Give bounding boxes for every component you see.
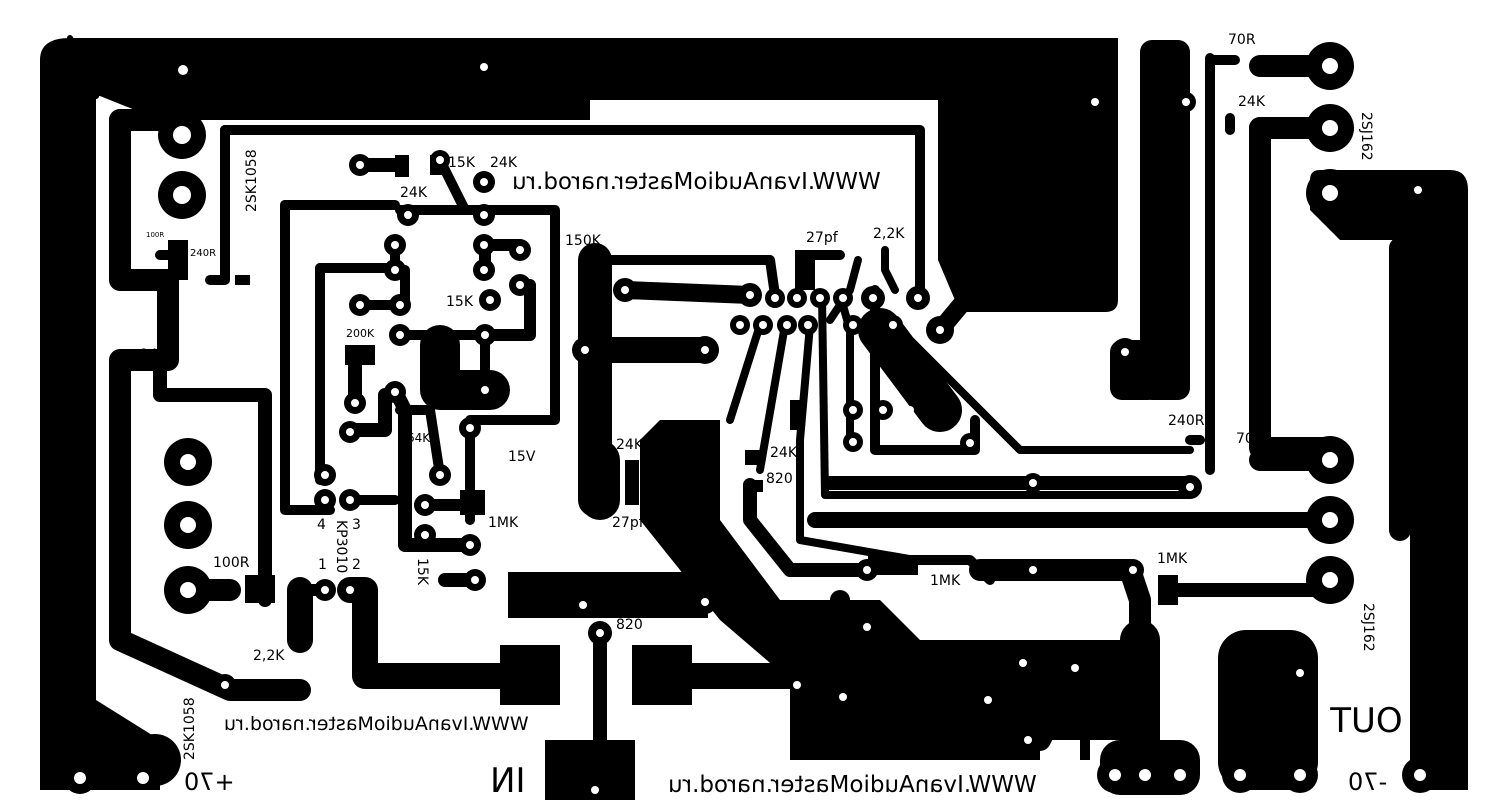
label-15k-mid: 15K — [446, 294, 474, 310]
label-1mk-b: 1MK — [930, 573, 961, 589]
label-24k-left: 24K — [140, 347, 168, 363]
label-15k-low: 15K — [414, 558, 430, 586]
watermark-bottom: WWW.IvanAudioMaster.narod.ru — [668, 772, 1037, 798]
label-15v: 15V — [508, 449, 536, 465]
label-240r-left: 240R — [190, 248, 216, 259]
label-150k: 150K — [565, 233, 602, 249]
label-pin3: 3 — [352, 517, 361, 533]
copper-layer — [40, 35, 1468, 800]
label-2sk1058-bottom: 2SK1058 — [182, 697, 198, 760]
label-24k-mid: 24K — [616, 437, 644, 453]
label-out: OUT — [1330, 701, 1403, 741]
pad-holes — [64, 42, 1438, 794]
label-24k-b: 24K — [400, 185, 428, 201]
label-27pf-bottom: 27pf — [612, 515, 645, 531]
label-820-low: 820 — [616, 617, 643, 633]
label-24k-a: 24K — [490, 155, 518, 171]
label-70r-top: 70R — [1228, 32, 1256, 48]
label-100r: 100R — [213, 555, 250, 571]
label-in: IN — [490, 761, 525, 801]
silkscreen-labels: 70R 24K 2SJ162 2SK1058 15K 24K 24K 150K … — [140, 32, 1403, 801]
watermark-left: WWW.IvanAudioMaster.narod.ru — [224, 713, 529, 735]
label-plus70: +70 — [184, 768, 235, 796]
label-24k-mid2: 24K — [770, 445, 798, 461]
label-kp3010: KP3010 — [333, 520, 349, 573]
label-100r-tiny: 100R — [146, 231, 164, 239]
label-pin2: 2 — [352, 557, 361, 573]
label-240r-right: 240R — [1168, 413, 1205, 429]
label-1mk-c: 1MK — [1157, 551, 1188, 567]
label-2sk1058-top: 2SK1058 — [244, 149, 260, 212]
label-pin4: 4 — [317, 517, 326, 533]
label-27pf-top: 27pf — [806, 230, 839, 246]
watermark-top: WWW.IvanAudioMaster.narod.ru — [512, 169, 881, 195]
label-200k: 200K — [346, 327, 375, 340]
label-1mk-a: 1MK — [488, 515, 519, 531]
label-64k: 64K — [407, 431, 431, 445]
label-24k-top-right: 24K — [1238, 94, 1266, 110]
label-2-2k-top: 2,2K — [873, 226, 905, 242]
label-15k-top: 15K — [448, 155, 476, 171]
label-2sj162-bottom: 2SJ162 — [1360, 603, 1376, 652]
label-70r-right: 70R — [1236, 431, 1264, 447]
label-2sj162-top: 2SJ162 — [1358, 112, 1374, 161]
label-minus70: -70 — [1348, 768, 1387, 796]
label-820-mid: 820 — [766, 471, 793, 487]
label-2-2k-low: 2,2K — [253, 648, 285, 664]
label-pin1: 1 — [318, 557, 327, 573]
